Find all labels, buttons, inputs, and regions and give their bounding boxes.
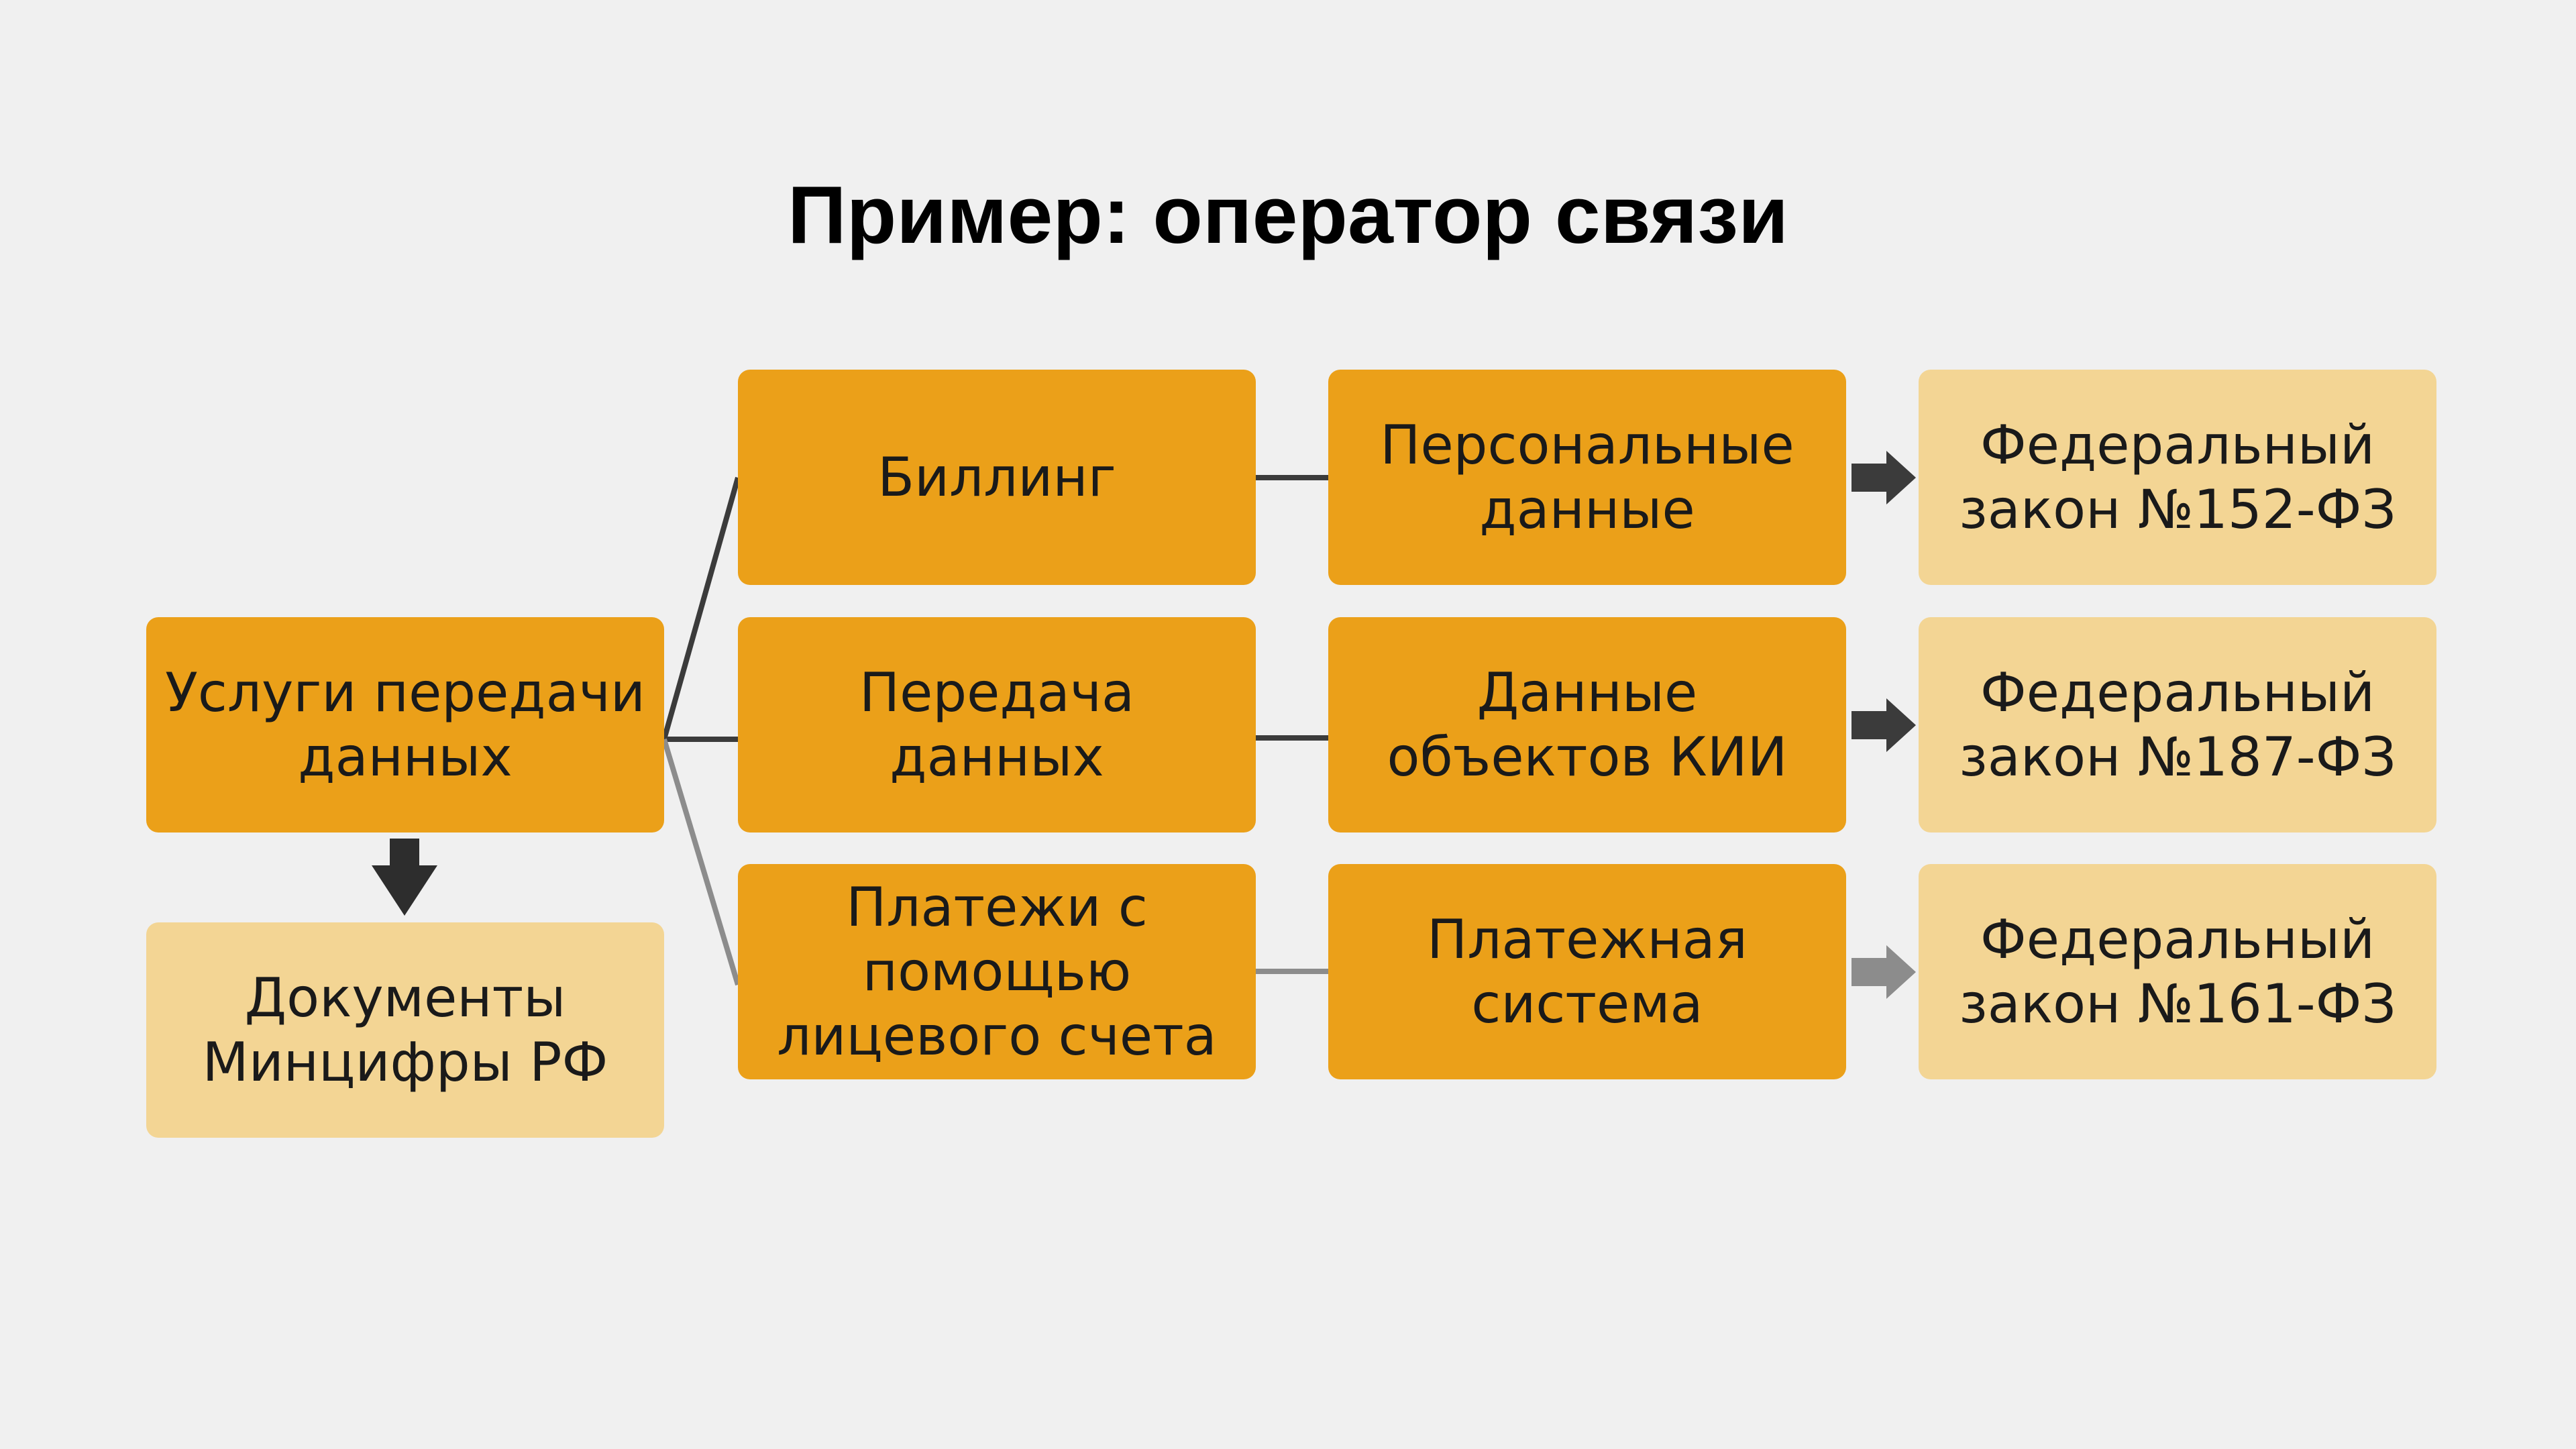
connector-service-to-billing — [661, 476, 741, 741]
law-box-152: Федеральный закон №152-ФЗ — [1919, 370, 2436, 585]
law-label: Федеральный закон №187-ФЗ — [1959, 661, 2396, 788]
process-label: Передача данных — [859, 661, 1134, 788]
data-type-box-kii: Данные объектов КИИ — [1328, 617, 1846, 833]
process-box-transfer: Передача данных — [738, 617, 1256, 833]
arrow-right-icon — [1851, 945, 1916, 999]
law-box-161: Федеральный закон №161-ФЗ — [1919, 864, 2436, 1079]
connector-service-to-payments — [661, 738, 741, 986]
law-label: Федеральный закон №152-ФЗ — [1959, 413, 2396, 541]
law-label: Федеральный закон №161-ФЗ — [1959, 908, 2396, 1035]
data-type-label: Данные объектов КИИ — [1387, 661, 1788, 788]
process-label: Биллинг — [877, 445, 1116, 508]
data-type-box-personal: Персональные данные — [1328, 370, 1846, 585]
service-label: Услуги передачи данных — [165, 661, 645, 788]
documents-box: Документы Минцифры РФ — [146, 922, 664, 1138]
process-box-billing: Биллинг — [738, 370, 1256, 585]
page-title: Пример: оператор связи — [788, 169, 1788, 260]
data-type-label: Персональные данные — [1380, 413, 1794, 541]
service-box: Услуги передачи данных — [146, 617, 664, 833]
arrow-right-icon — [1851, 451, 1916, 504]
arrow-right-icon — [1851, 698, 1916, 752]
law-box-187: Федеральный закон №187-ФЗ — [1919, 617, 2436, 833]
data-type-box-payment-system: Платежная система — [1328, 864, 1846, 1079]
data-type-label: Платежная система — [1427, 908, 1748, 1035]
arrow-down-icon — [372, 839, 437, 916]
process-label: Платежи с помощью лицевого счета — [777, 875, 1217, 1067]
documents-label: Документы Минцифры РФ — [202, 966, 608, 1093]
process-box-payments: Платежи с помощью лицевого счета — [738, 864, 1256, 1079]
